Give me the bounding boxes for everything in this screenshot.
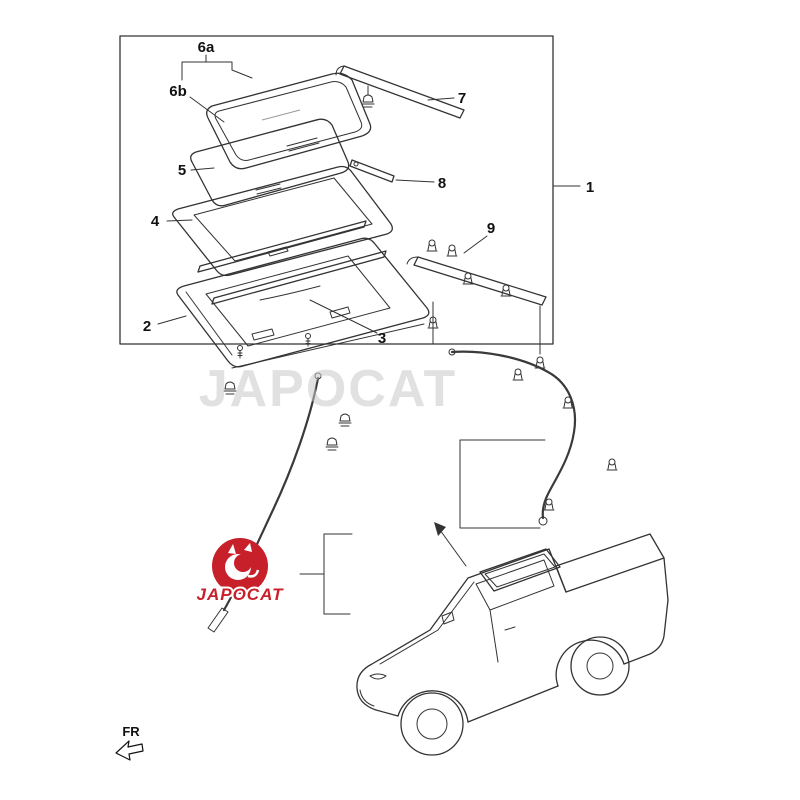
exploded-sunroof-assembly: 1 2 3 4 5 6a 6b 7 8 9 bbox=[119, 35, 618, 511]
hose-bracket-right bbox=[459, 439, 546, 529]
link-bracket-part8 bbox=[349, 159, 395, 183]
callout-1: 1 bbox=[586, 179, 594, 196]
guide-rails-part3 bbox=[197, 220, 387, 305]
callout-5: 5 bbox=[178, 162, 186, 179]
grommet-fastener-icon bbox=[361, 94, 375, 108]
callout-8: 8 bbox=[438, 175, 446, 192]
fr-label: FR bbox=[122, 724, 140, 739]
sunshade-part5 bbox=[190, 118, 350, 207]
side-mirror bbox=[441, 611, 455, 625]
callout-6b: 6b bbox=[169, 83, 187, 100]
cat-ear-icon bbox=[244, 543, 252, 552]
cab-window bbox=[475, 559, 555, 611]
deflector-rail-part7 bbox=[335, 65, 465, 119]
callout-3: 3 bbox=[378, 330, 386, 347]
fr-direction-marker: FR bbox=[115, 724, 144, 761]
truck-illustration bbox=[356, 522, 669, 756]
main-frame-part2 bbox=[176, 237, 430, 369]
logo-text: JAPOCAT bbox=[197, 585, 285, 604]
location-arrow bbox=[434, 522, 467, 567]
callout-2: 2 bbox=[143, 318, 151, 335]
hose-bracket-left bbox=[299, 533, 353, 615]
callout-4: 4 bbox=[151, 213, 160, 230]
cat-tail-icon bbox=[247, 569, 260, 578]
callout-6a: 6a bbox=[198, 39, 215, 56]
callout-7: 7 bbox=[458, 90, 466, 107]
seal-frame-part4 bbox=[172, 165, 393, 277]
headlight bbox=[369, 673, 387, 680]
drain-rail-part9 bbox=[406, 256, 547, 355]
drain-hose-right bbox=[450, 350, 576, 520]
glass-lid-part6a bbox=[206, 72, 372, 170]
logo-badge: JAPOCAT bbox=[195, 538, 285, 606]
callout-9: 9 bbox=[487, 220, 495, 237]
cat-ear-icon bbox=[228, 544, 236, 554]
fr-arrow-icon bbox=[115, 740, 144, 761]
front-wheel bbox=[400, 692, 464, 756]
rear-wheel bbox=[570, 636, 630, 696]
clip-fastener-icon bbox=[446, 244, 458, 257]
clip-fastener-icon bbox=[426, 239, 438, 252]
sunroof-location-on-roof bbox=[479, 548, 561, 592]
callout-leader-lines bbox=[157, 54, 581, 334]
watermark-text: JAPOCAT bbox=[199, 360, 458, 418]
